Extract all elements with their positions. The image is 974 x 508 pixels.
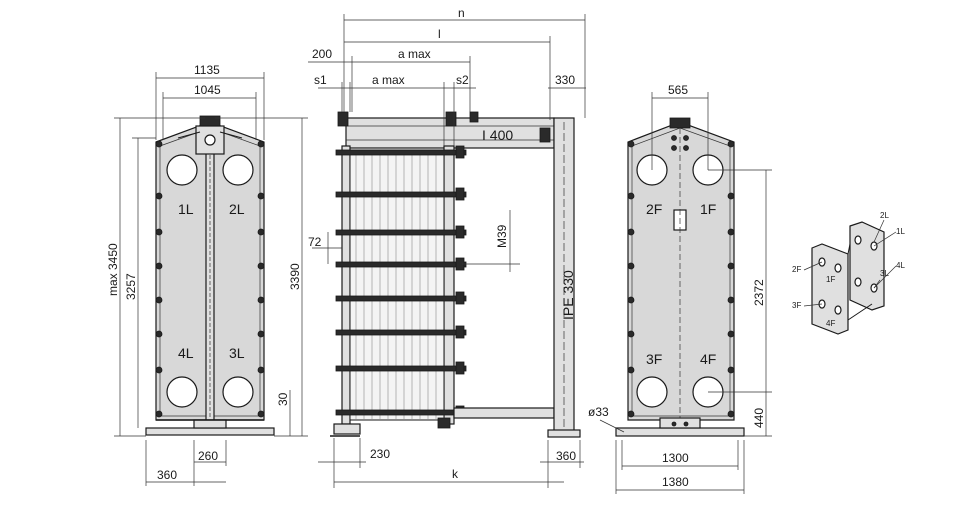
left-port-label-2l: 2L (229, 201, 245, 217)
right-port-3f (636, 376, 668, 408)
right-port-label-4f: 4F (700, 351, 716, 367)
dim-230: 230 (370, 447, 390, 461)
iso-view: 2L 1L 3L 4L 2F 1F 4F 3F (792, 211, 905, 335)
left-dim-260: 260 (198, 449, 218, 463)
dim-s2: s2 (456, 73, 469, 87)
left-port-label-3l: 3L (229, 345, 245, 361)
left-port-label-4l: 4L (178, 345, 194, 361)
left-view: 1L 2L 4L 3L 1135 1045 max 3450 3257 3390… (106, 63, 308, 486)
iso-label-1l: 1L (896, 227, 905, 236)
dim-a-max-top: a max (398, 47, 431, 61)
iso-label-1f: 1F (826, 275, 835, 284)
left-port-2l (222, 154, 254, 186)
dim-330: 330 (555, 73, 575, 87)
column-label-ipe330: IPE 330 (560, 270, 576, 320)
iso-label-4l: 4L (896, 261, 905, 270)
left-port-1l (166, 154, 198, 186)
dim-k: k (452, 467, 459, 481)
right-dim-2372: 2372 (752, 279, 766, 306)
iso-label-4f: 4F (826, 319, 835, 328)
right-port-label-3f: 3F (646, 351, 662, 367)
dim-l: l (438, 27, 441, 41)
left-dim-1135: 1135 (194, 63, 220, 77)
bottom-guide-bar (453, 407, 555, 419)
pressure-plate (443, 145, 455, 425)
left-port-label-1l: 1L (178, 201, 194, 217)
dim-n: n (458, 6, 465, 20)
right-dim-1380: 1380 (662, 475, 689, 489)
left-dim-3257: 3257 (124, 273, 138, 300)
right-dim-565: 565 (668, 83, 688, 97)
right-dim-hole: ø33 (588, 405, 609, 419)
right-dim-1300: 1300 (662, 451, 689, 465)
iso-label-2f: 2F (792, 265, 801, 274)
fixed-frame-plate (341, 145, 351, 425)
dim-a-max: a max (372, 73, 405, 87)
right-port-label-2f: 2F (646, 201, 662, 217)
left-dim-max-3450: max 3450 (106, 243, 120, 296)
iso-label-3f: 3F (792, 301, 801, 310)
beam-label-i400: I 400 (482, 127, 513, 143)
tie-bolts (335, 145, 467, 419)
dim-s1: s1 (314, 73, 327, 87)
middle-right-foot (547, 429, 581, 438)
right-port-label-1f: 1F (700, 201, 716, 217)
left-dim-3390: 3390 (288, 263, 302, 290)
right-dim-440: 440 (752, 408, 766, 428)
iso-back-plate (849, 221, 885, 311)
right-base (615, 427, 745, 437)
middle-view: I 400 (308, 6, 586, 488)
dim-m39: M39 (495, 224, 509, 248)
left-port-3l (222, 376, 254, 408)
left-dim-1045: 1045 (194, 83, 221, 97)
left-port-4l (166, 376, 198, 408)
left-base (145, 427, 275, 436)
dim-200: 200 (312, 47, 332, 61)
dim-72: 72 (308, 235, 322, 249)
iso-label-3l: 3L (880, 269, 889, 278)
middle-left-foot (333, 423, 361, 435)
right-bolts (627, 140, 735, 418)
left-bolts (155, 140, 265, 418)
dim-360-right: 360 (556, 449, 576, 463)
right-view: 2F 1F 3F 4F 565 2372 440 ø33 1300 1380 (588, 83, 772, 494)
iso-label-2l: 2L (880, 211, 889, 220)
left-dim-360: 360 (157, 468, 177, 482)
left-dim-30: 30 (276, 392, 290, 406)
